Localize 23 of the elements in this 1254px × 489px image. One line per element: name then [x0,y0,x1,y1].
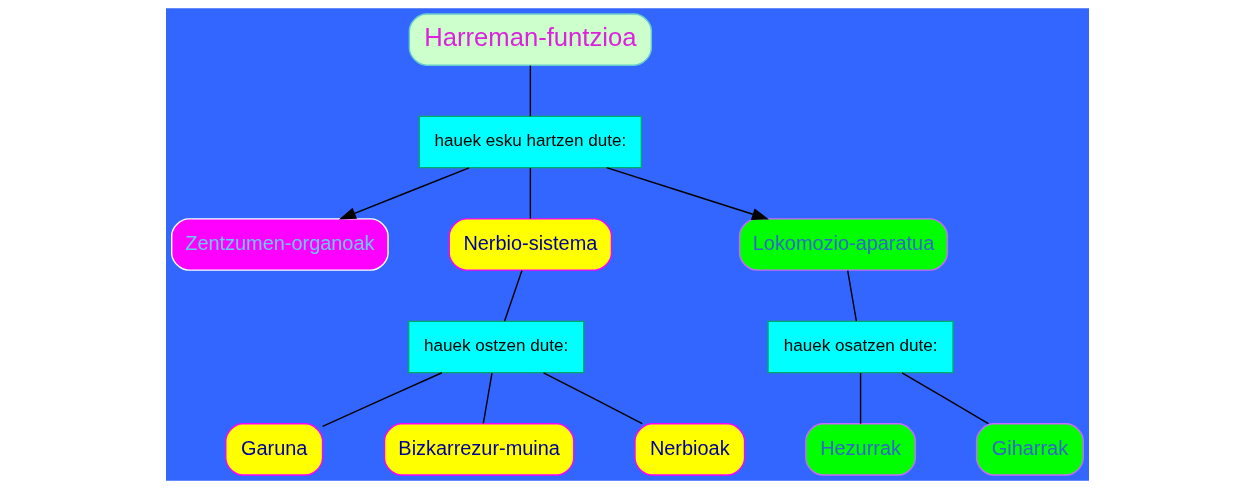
arrow [338,167,470,220]
connector [503,269,523,322]
node-box: Nerbioak [633,423,745,476]
node-box: Lokomozio-aparatua [738,218,948,271]
connector [529,64,531,117]
connector [846,269,857,322]
node-box: Bizkarrezur-muina [383,423,574,476]
connector [900,372,989,425]
node-box: hauek esku hartzen dute: [418,115,642,169]
node-box: Nerbio-sistema [448,218,612,271]
node-box: Hezurrak [804,423,916,476]
node-box: Garuna [224,423,323,476]
node-box: Giharrak [975,423,1084,476]
node-box: hauek ostzen dute: [407,320,584,374]
arrow [605,167,769,220]
connector [482,372,493,425]
node-box: hauek osatzen dute: [766,320,954,374]
connector [529,167,531,220]
connector [859,372,861,425]
node-box: Harreman-funtzioa [408,13,652,66]
connector [321,372,443,427]
node-box: Zentzumen-organoak [170,218,389,271]
connector [542,372,643,425]
